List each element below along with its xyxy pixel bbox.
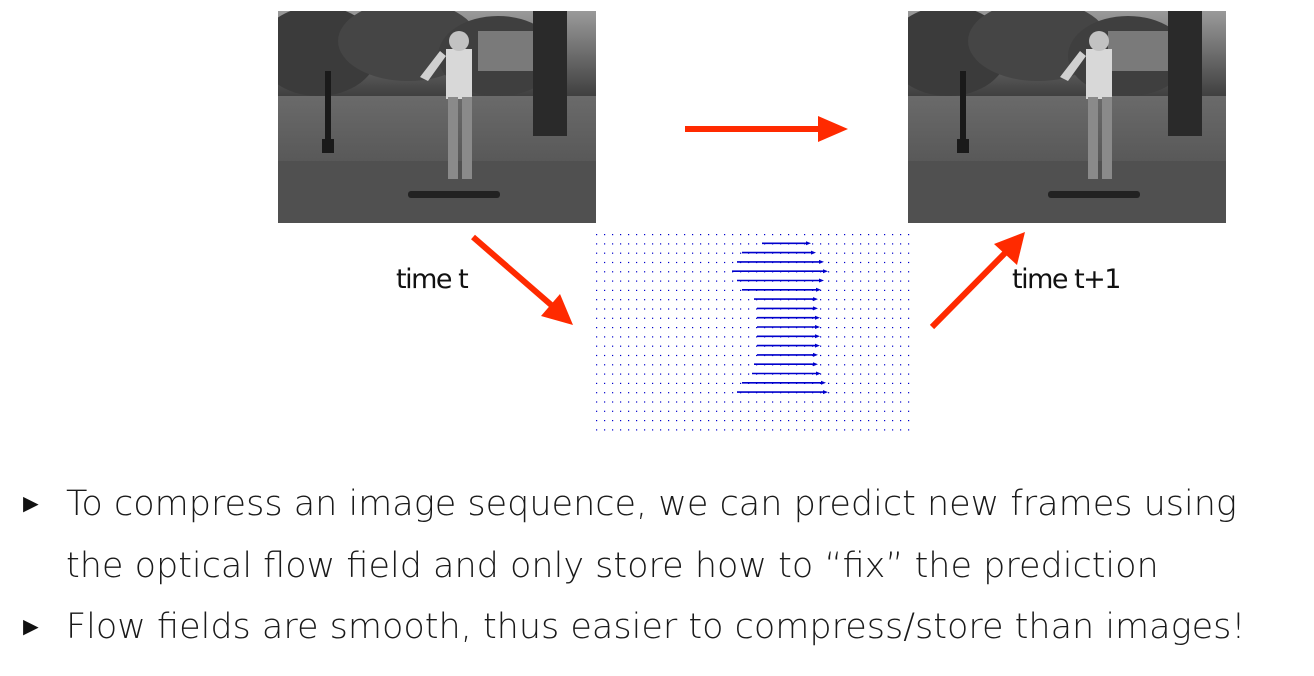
optical-flow-field-icon <box>596 234 910 431</box>
bullet-item: ► To compress an image sequence, we can … <box>18 473 1304 597</box>
arrow-right-icon <box>685 116 848 142</box>
frame-time-t <box>278 11 596 223</box>
skateboarder-photo-icon <box>278 11 596 223</box>
bullet-item: ► Flow fields are smooth, thus easier to… <box>18 596 1304 658</box>
bullet-marker: ► <box>18 612 44 642</box>
bullet-text: To compress an image sequence, we can pr… <box>66 484 1237 586</box>
time-t-label: time t <box>396 264 469 295</box>
skateboarder-photo-icon <box>908 11 1226 223</box>
bullet-text: Flow fields are smooth, thus easier to c… <box>66 607 1246 647</box>
bullet-marker: ► <box>18 489 44 519</box>
arrow-down-right-icon <box>471 234 573 325</box>
time-t1-label: time t+1 <box>1012 264 1121 295</box>
frame-time-t1 <box>908 11 1226 223</box>
